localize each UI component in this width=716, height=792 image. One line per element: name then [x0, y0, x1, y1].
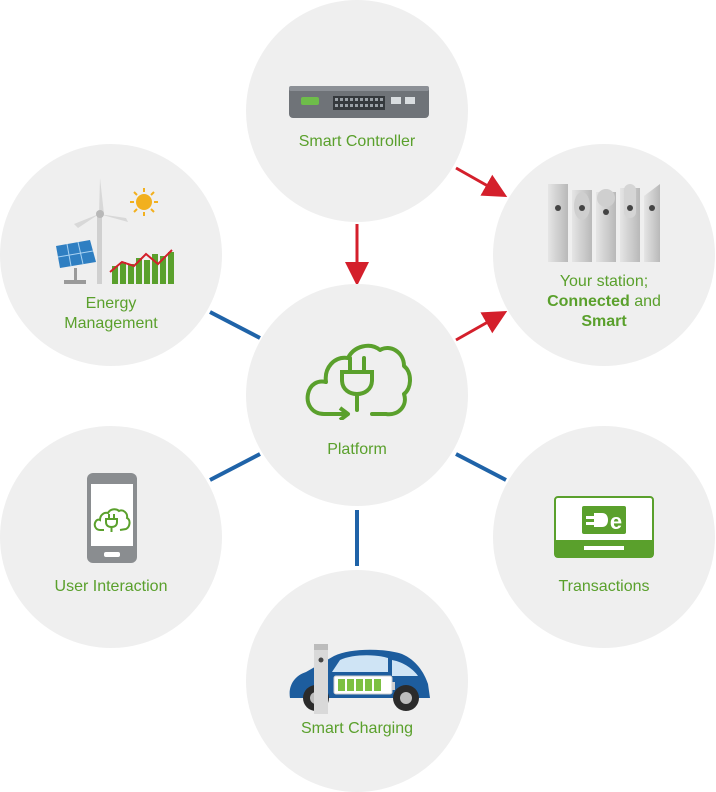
user-interaction-label: User Interaction	[54, 578, 168, 595]
payment-card-icon: e	[554, 496, 654, 558]
controller-device-icon	[289, 86, 429, 118]
platform-label: Platform	[327, 441, 387, 458]
charging-stations-icon	[548, 184, 660, 262]
energy-management-label: Energy Management	[11, 294, 211, 334]
station-line-2: Connected and	[504, 292, 704, 312]
line-user-to-platform	[209, 452, 261, 482]
svg-text:e: e	[610, 509, 622, 534]
cloud-plug-icon	[305, 343, 412, 420]
line-energy-to-platform	[209, 310, 261, 340]
station-line-3: Smart	[504, 312, 704, 332]
station-and-text: and	[629, 293, 661, 310]
smart-controller-label: Smart Controller	[298, 133, 416, 150]
your-station-label: Your station; Connected and Smart	[504, 272, 704, 332]
arrow-controller-to-station	[455, 166, 508, 197]
line-transactions-to-platform	[455, 452, 507, 482]
energy-line-1: Energy	[85, 295, 137, 312]
arrow-platform-to-station	[455, 311, 508, 342]
node-energy-management	[0, 144, 222, 366]
station-connected-text: Connected	[547, 293, 630, 310]
electric-car-icon	[289, 644, 430, 714]
energy-line-2: Management	[64, 315, 158, 332]
station-smart-text: Smart	[581, 313, 627, 330]
transactions-label: Transactions	[558, 578, 650, 595]
smart-charging-label: Smart Charging	[300, 720, 414, 737]
smartphone-icon	[87, 473, 137, 563]
station-line-1: Your station;	[559, 273, 649, 290]
wind-solar-energy-icon	[56, 178, 174, 284]
